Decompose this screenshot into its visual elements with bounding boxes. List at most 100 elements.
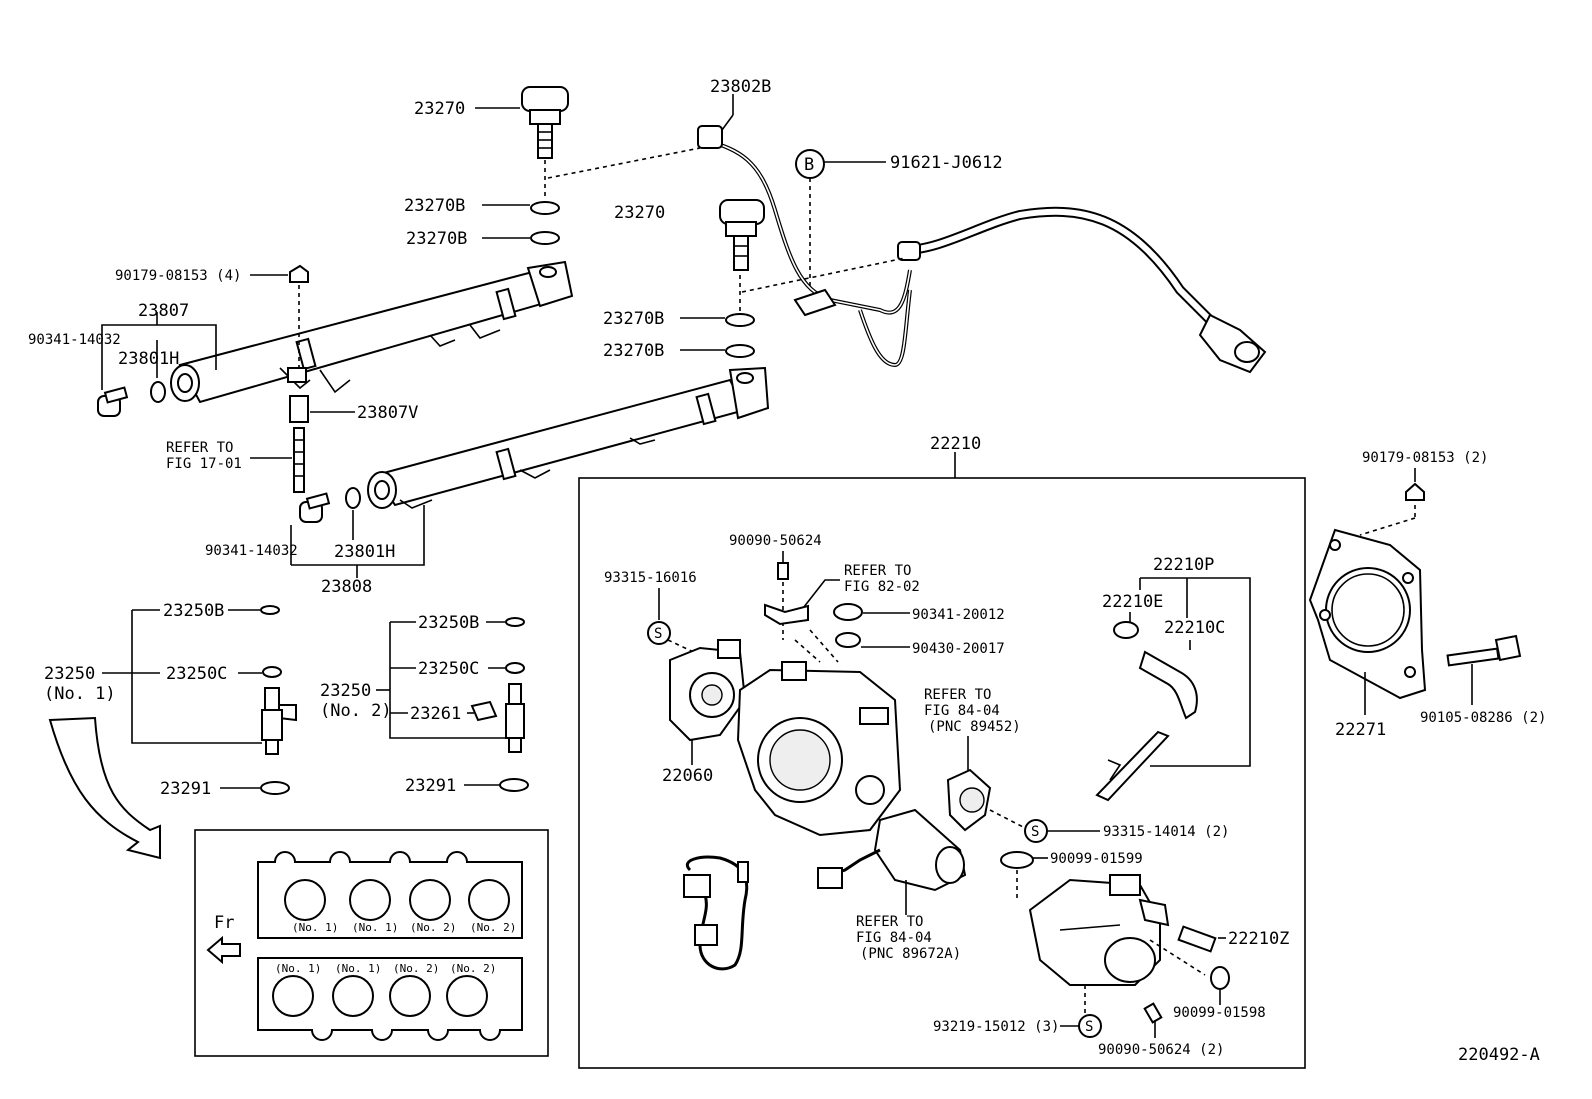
refer-8404b-line2: FIG 84-04 — [856, 930, 932, 946]
pressure-regulator-lower — [719, 199, 765, 271]
fuel-rail-23807 — [170, 260, 574, 404]
throttle-body-box — [578, 477, 1306, 1069]
inset-top-1: (No. 1) — [292, 921, 338, 934]
inset-top-3: (No. 2) — [410, 921, 456, 934]
label-90341-14032-a: 90341-14032 — [28, 332, 121, 348]
label-23250c-a: 23250C — [166, 664, 227, 684]
label-90105-08286: 90105-08286 (2) — [1420, 710, 1546, 726]
label-23808: 23808 — [321, 577, 372, 597]
inset-top-4: (No. 2) — [470, 921, 516, 934]
washer-23801h-a — [150, 381, 166, 403]
o-ring-23270b-1 — [530, 201, 560, 215]
front-arrow-icon — [206, 935, 241, 965]
label-90090-50624-top: 90090-50624 — [729, 533, 822, 549]
label-90430-20017: 90430-20017 — [912, 641, 1005, 657]
label-23801h-a: 23801H — [118, 349, 179, 369]
label-90179-08153-2: 90179-08153 (2) — [1362, 450, 1488, 466]
refer-17-line1: REFER TO — [166, 440, 233, 456]
pressure-regulator-upper — [521, 86, 569, 159]
callout-b: B — [804, 155, 814, 175]
o-ring-23270b-2 — [530, 231, 560, 245]
label-23270-top: 23270 — [414, 99, 465, 119]
collar-23807v — [289, 395, 309, 423]
injector-no1 — [260, 605, 297, 795]
label-23270b-4: 23270B — [603, 341, 664, 361]
throttle-position-sensor-22060 — [669, 639, 747, 742]
callout-s-3: S — [1085, 1019, 1093, 1035]
label-23250b-a: 23250B — [163, 601, 224, 621]
label-23250-b: 23250 — [320, 681, 371, 701]
label-23250b-b: 23250B — [418, 613, 479, 633]
gasket-22271 — [1308, 528, 1427, 700]
refer-8404b-line3: (PNC 89672A) — [860, 946, 961, 962]
screw-90090-top — [777, 562, 789, 580]
o-ring-23270b-3 — [725, 313, 755, 327]
clip-22210e — [1113, 621, 1139, 639]
label-23261: 23261 — [410, 704, 461, 724]
callout-s-1-circle — [647, 621, 671, 645]
inset-bottom-4: (No. 2) — [450, 962, 496, 975]
gasket-90430-20017 — [835, 632, 861, 648]
label-22271: 22271 — [1335, 720, 1386, 740]
plug-90341-a — [97, 386, 129, 417]
label-23250c-b: 23250C — [418, 659, 479, 679]
front-label: Fr — [214, 913, 234, 933]
hose-22210c — [1138, 650, 1198, 720]
label-23270b-3: 23270B — [603, 309, 664, 329]
label-93315-16016: 93315-16016 — [604, 570, 697, 586]
refer-17-line2: FIG 17-01 — [166, 456, 242, 472]
callout-s-2: S — [1031, 824, 1039, 840]
nut-90179-08153 — [1405, 482, 1425, 501]
plug-90341-20012 — [833, 603, 863, 621]
plug-90341-b — [299, 492, 331, 523]
label-23270-mid: 23270 — [614, 203, 665, 223]
diagram-id: 220492-A — [1458, 1045, 1540, 1065]
callout-s-1: S — [654, 626, 662, 642]
wire-harness — [683, 855, 749, 971]
washer-23801h-b — [345, 487, 361, 509]
label-22210c: 22210C — [1164, 618, 1225, 638]
intake-gasket-bottom — [257, 957, 523, 1041]
label-23270b-1: 23270B — [404, 196, 465, 216]
refer-82-line1: REFER TO — [844, 563, 911, 579]
sensor-pnc-89452 — [946, 768, 992, 832]
label-23291-a: 23291 — [160, 779, 211, 799]
label-93315-14014: 93315-14014 (2) — [1103, 824, 1229, 840]
label-23807v: 23807V — [357, 403, 418, 423]
label-90341-20012: 90341-20012 — [912, 607, 1005, 623]
label-23250-a-no: (No. 1) — [44, 684, 116, 704]
label-22210: 22210 — [930, 434, 981, 454]
idle-air-control-valve — [817, 808, 967, 892]
label-90099-01598: 90099-01598 — [1173, 1005, 1266, 1021]
pipe-22210 — [1095, 730, 1170, 802]
inset-bottom-2: (No. 1) — [335, 962, 381, 975]
bracket-fig-82-02 — [764, 603, 809, 626]
curved-arrow-icon — [48, 716, 161, 860]
sensor-22210z — [1177, 925, 1217, 953]
label-90090-50624-bottom: 90090-50624 (2) — [1098, 1042, 1224, 1058]
gasket-90099-01599 — [1000, 851, 1034, 869]
fuel-pipe-23802b — [697, 125, 1267, 374]
refer-8404a-line2: FIG 84-04 — [924, 703, 1000, 719]
callout-s-3-circle — [1078, 1014, 1102, 1038]
inset-bottom-1: (No. 1) — [275, 962, 321, 975]
label-23802b: 23802B — [710, 77, 771, 97]
label-90341-14032-b: 90341-14032 — [205, 543, 298, 559]
bolt-90179-upper — [289, 264, 309, 283]
label-91621-j0612: 91621-J0612 — [890, 153, 1003, 173]
label-22210e: 22210E — [1102, 592, 1163, 612]
fuel-rail-23808 — [367, 366, 770, 509]
refer-82-line2: FIG 82-02 — [844, 579, 920, 595]
label-23807: 23807 — [138, 301, 189, 321]
refer-8404a-line1: REFER TO — [924, 687, 991, 703]
spacer-23261 — [470, 700, 498, 722]
air-valve-assembly — [1028, 874, 1170, 986]
label-23250-b-no: (No. 2) — [320, 701, 392, 721]
refer-8404b-line1: REFER TO — [856, 914, 923, 930]
label-22210p: 22210P — [1153, 555, 1214, 575]
refer-8404a-line3: (PNC 89452) — [928, 719, 1021, 735]
intake-gasket-top — [257, 851, 523, 939]
label-23250-a: 23250 — [44, 664, 95, 684]
label-90179-08153-4: 90179-08153 (4) — [115, 268, 241, 284]
